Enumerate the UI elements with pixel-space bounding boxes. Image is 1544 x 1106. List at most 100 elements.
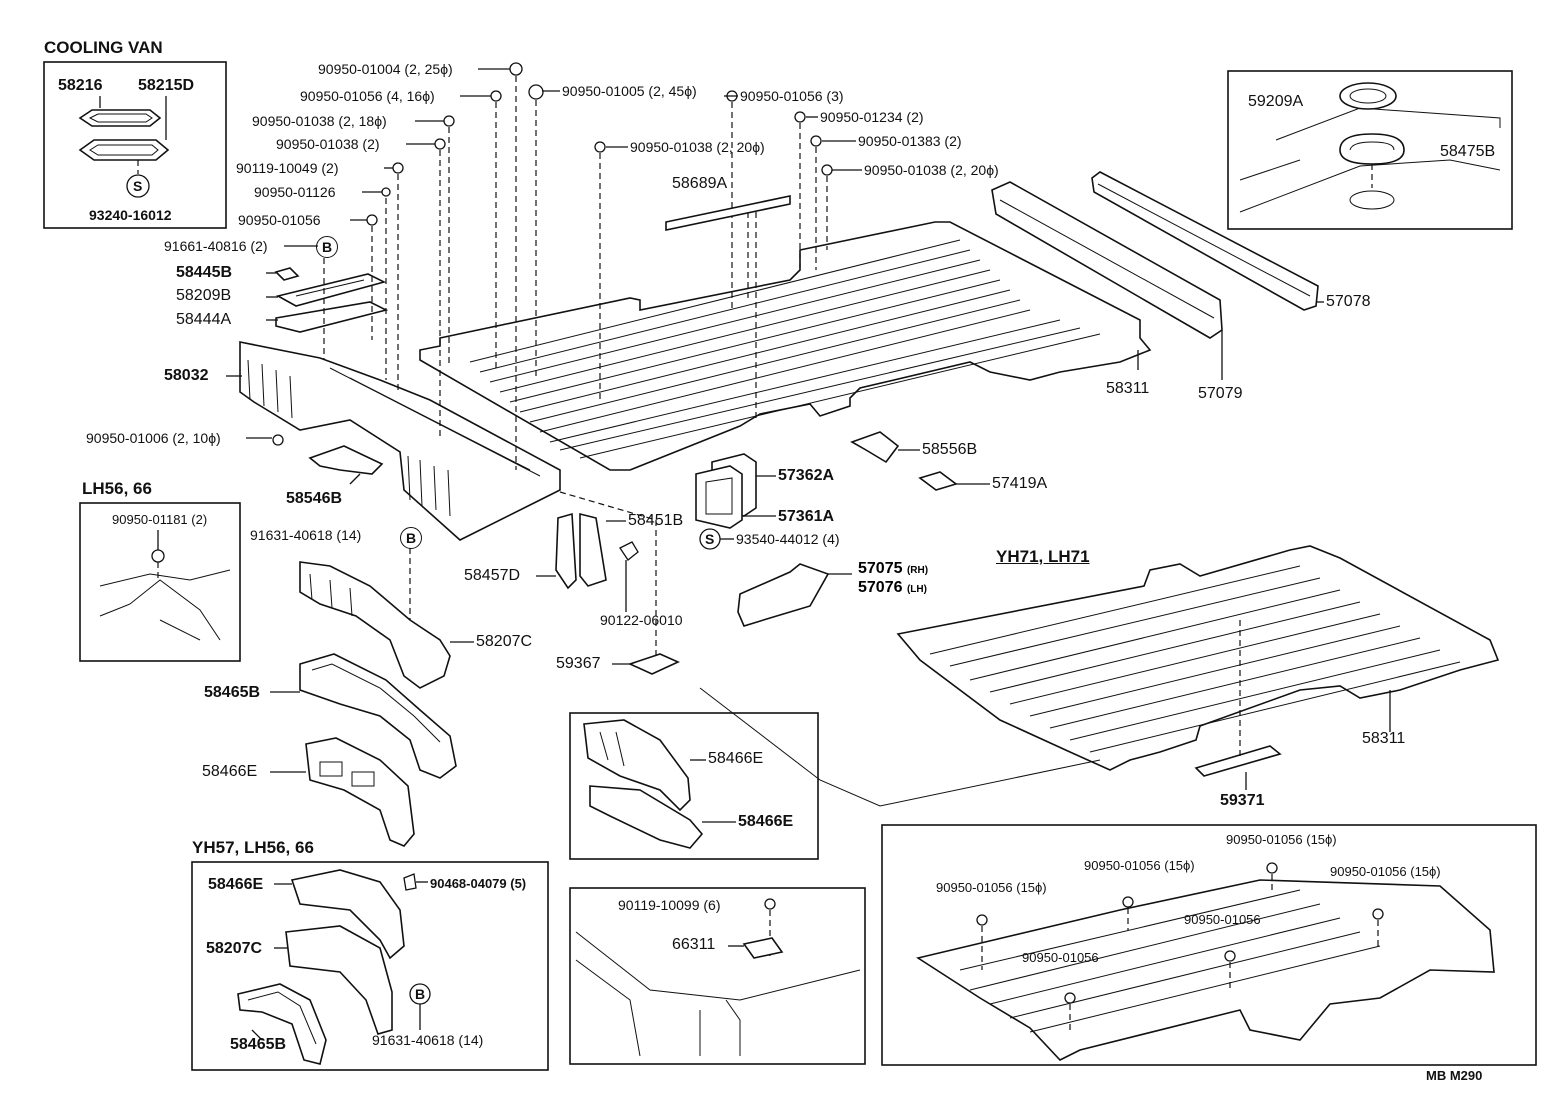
lh56-66-inset-box: [79, 502, 241, 662]
callout-58466E-c: 58466E: [738, 813, 794, 830]
callout-58556B: 58556B: [922, 441, 978, 458]
callout-58207C-b: 58207C: [206, 940, 263, 957]
callout-90950-01004: 90950-01004 (2, 25ϕ): [318, 61, 453, 77]
figure-code: MB M290: [1426, 1068, 1483, 1083]
plug-detail-inset-box: [1227, 70, 1513, 230]
callout-58465B-a: 58465B: [204, 684, 261, 701]
callout-58475B: 58475B: [1440, 143, 1496, 160]
callout-59209A: 59209A: [1248, 93, 1304, 110]
callout-90950-01006: 90950-01006 (2, 10ϕ): [86, 430, 221, 446]
callout-58311-upper: 58311: [1106, 380, 1150, 397]
wheel-house-detail-inset-box: [569, 712, 819, 860]
bolt-detail-drawing: [575, 898, 861, 1057]
bracket-58546B: [308, 445, 384, 475]
callout-90119-10049: 90119-10049 (2): [236, 160, 339, 176]
callout-57079: 57079: [1198, 385, 1243, 402]
bracket-59367: [627, 653, 680, 675]
callout-91661-40816: 91661-40816 (2): [164, 238, 268, 254]
gasket-58216: [78, 109, 162, 127]
callout-57362A: 57362A: [778, 467, 835, 484]
callout-90950-01056-15-d: 90950-01056 (15ϕ): [936, 880, 1047, 895]
dashed-assembly-lines: [323, 76, 828, 660]
wheel-house-detail-drawing: [583, 719, 704, 849]
callout-90468-04079: 90468-04079 (5): [430, 876, 527, 891]
yh57-seal-58465B: [237, 983, 327, 1065]
callout-91631-40618-a: 91631-40618 (14): [250, 527, 362, 543]
callout-90950-01005: 90950-01005 (2, 45ϕ): [562, 83, 697, 99]
callout-59371: 59371: [1220, 792, 1265, 809]
callout-58445B: 58445B: [176, 264, 233, 281]
callout-90950-01234: 90950-01234 (2): [820, 109, 924, 125]
title-yh71-lh71: YH71, LH71: [996, 547, 1090, 566]
callout-58451B: 58451B: [628, 512, 684, 529]
callout-57419A: 57419A: [992, 475, 1048, 492]
callout-90950-01056-15-b: 90950-01056 (15ϕ): [1084, 858, 1195, 873]
plug-clips-upper: [272, 62, 833, 446]
b-symbol-3-label: B: [415, 986, 426, 1002]
lh56-inset-drawing: [99, 530, 231, 641]
callout-57078: 57078: [1326, 293, 1371, 310]
cover-57361A: [695, 465, 743, 529]
floor-ribs-upper: [469, 239, 1101, 459]
callout-58209B: 58209B: [176, 287, 232, 304]
callout-59367: 59367: [556, 655, 601, 672]
callout-58457D: 58457D: [464, 567, 521, 584]
callout-90950-01383: 90950-01383 (2): [858, 133, 962, 149]
callout-58689A: 58689A: [672, 175, 728, 192]
title-lh56-66: LH56, 66: [82, 479, 152, 498]
pad-58209B: [275, 273, 387, 307]
callout-90950-01056: 90950-01056: [238, 212, 321, 228]
callout-58546B: 58546B: [286, 490, 343, 507]
cooling-van-inset-box: [43, 61, 227, 229]
clip-90122-06010: [619, 541, 639, 561]
bracket-57075-57076: [737, 563, 830, 627]
strip-58689A: [665, 195, 791, 231]
title-cooling-van: COOLING VAN: [44, 38, 163, 57]
bracket-58556B: [850, 431, 900, 464]
callout-58311-lower: 58311: [1362, 730, 1406, 747]
callout-93240-16012: 93240-16012: [89, 207, 172, 223]
callout-leaders: [226, 68, 1139, 485]
floor-side-member-58032: [239, 341, 561, 541]
floor-outline-trail: [699, 687, 1101, 807]
callout-90950-01038-2: 90950-01038 (2): [276, 136, 380, 152]
strip-59371: [1194, 745, 1282, 777]
wheel-house-58207C: [299, 561, 451, 689]
callout-57361A: 57361A: [778, 508, 835, 525]
callout-93540-44012: 93540-44012 (4): [736, 531, 840, 547]
yh57-inset-box: [191, 861, 549, 1071]
main-floor-pan-58311: [419, 221, 1152, 471]
wheel-house-liner-58466E: [305, 737, 415, 847]
callout-90950-01056-3: 90950-01056 (3): [740, 88, 844, 104]
s-symbol-1: [126, 174, 150, 198]
wheel-house-seal-58465B: [299, 653, 457, 779]
title-yh57-lh56-66: YH57, LH56, 66: [192, 838, 314, 857]
callout-57075-57076: 57075 (RH) 57076 (LH): [858, 560, 929, 596]
callout-58032: 58032: [164, 367, 209, 384]
b-symbol-1: B: [316, 236, 338, 258]
callout-90950-01056-b1: 90950-01056: [1184, 912, 1261, 927]
callout-58466E-b: 58466E: [708, 750, 764, 767]
callout-58466E-a: 58466E: [202, 763, 258, 780]
gasket-58215D: [78, 139, 170, 161]
callout-90950-01056-b2: 90950-01056: [1022, 950, 1099, 965]
trim-58457D: [555, 512, 577, 590]
callout-90950-01038-18: 90950-01038 (2, 18ϕ): [252, 113, 387, 129]
lower-floor-pan-58311: [896, 545, 1500, 771]
yh57-wheelhouse-58207C: [285, 925, 393, 1035]
s-symbol-1-label: S: [133, 178, 143, 194]
callout-90950-01038-20a: 90950-01038 (2, 20ϕ): [630, 139, 765, 155]
callout-90950-01056-4: 90950-01056 (4, 16ϕ): [300, 88, 435, 104]
callout-58216: 58216: [58, 77, 103, 94]
callout-58444A: 58444A: [176, 311, 232, 328]
callout-90950-01038-20b: 90950-01038 (2, 20ϕ): [864, 162, 999, 178]
clip-90468-04079: [403, 873, 417, 891]
callout-90950-01056-15-a: 90950-01056 (15ϕ): [1226, 832, 1337, 847]
plug-detail-drawing: [1239, 82, 1501, 213]
callout-66311: 66311: [672, 936, 716, 953]
side-rail-57078: [1091, 171, 1319, 311]
b-symbol-2: B: [400, 527, 422, 549]
callout-90119-10099: 90119-10099 (6): [618, 897, 721, 913]
callout-90950-01126: 90950-01126: [254, 184, 336, 200]
